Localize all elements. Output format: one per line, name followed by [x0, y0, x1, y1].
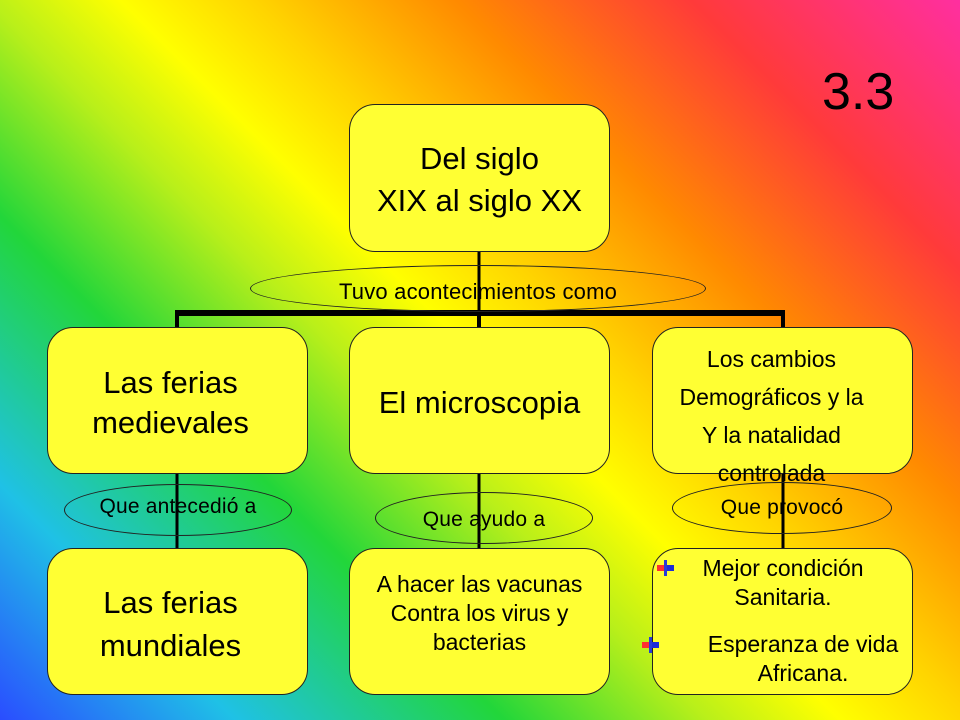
result-vacunas: A hacer las vacunas Contra los virus y b… — [349, 548, 610, 695]
root-link-oval: Tuvo acontecimientos como — [250, 265, 706, 312]
result-item-condicion: Mejor condición Sanitaria. — [702, 555, 864, 610]
concept-cambios-demograficos: Los cambios Demográficos y la Y la natal… — [652, 327, 913, 486]
link-oval-antecedio: Que antecedió a — [64, 484, 292, 536]
slide-number: 3.3 — [822, 63, 895, 121]
root-concept-text: Del siglo XIX al siglo XX — [376, 141, 583, 218]
result-vacunas-text: A hacer las vacunas Contra los virus y b… — [376, 571, 583, 655]
concept-ferias-medievales: Las ferias medievales — [47, 327, 308, 474]
link-oval-provoco: Que provocó — [672, 482, 892, 534]
link-oval-ayudo: Que ayudo a — [375, 492, 593, 544]
result-item-esperanza: Esperanza de vida Africana. — [707, 631, 899, 686]
concept-cambios-demograficos-text: Los cambios Demográficos y la Y la natal… — [679, 345, 864, 486]
concept-ferias-medievales-text: Las ferias medievales — [92, 364, 249, 440]
result-ferias-mundiales-text: Las ferias mundiales — [99, 584, 242, 663]
link-text-ayudo: Que ayudo a — [422, 508, 546, 531]
result-mejoras: Mejor condición Sanitaria. Esperanza de … — [652, 548, 913, 695]
flag-bullet-icon — [657, 560, 675, 576]
concept-microscopia: El microscopia — [349, 327, 610, 474]
root-concept: Del siglo XIX al siglo XX — [349, 104, 610, 252]
link-text-provoco: Que provocó — [720, 496, 844, 519]
link-text-antecedio: Que antecedió a — [99, 495, 257, 518]
concept-microscopia-text: El microscopia — [378, 384, 581, 420]
root-link-text: Tuvo acontecimientos como — [338, 278, 618, 304]
result-ferias-mundiales: Las ferias mundiales — [47, 548, 308, 695]
flag-bullet-icon — [642, 637, 660, 653]
